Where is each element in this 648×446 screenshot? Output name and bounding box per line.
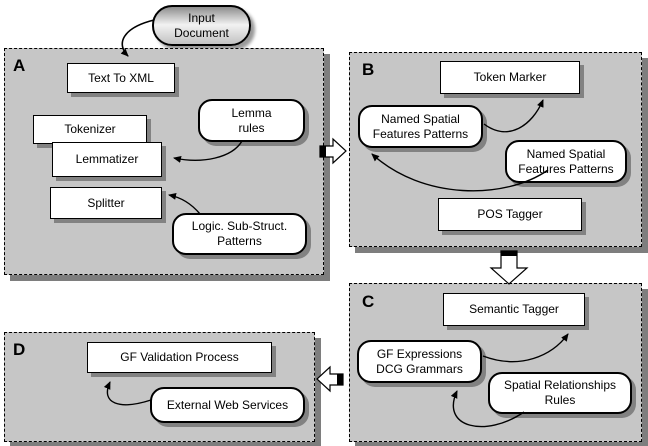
node-tokenizer: Tokenizer bbox=[33, 115, 147, 144]
input-document-node: Input Document bbox=[152, 5, 251, 46]
panel-c: C Semantic Tagger GF Expressions DCG Gra… bbox=[349, 283, 642, 442]
node-named-spatial-features-patterns-1: Named Spatial Features Patterns bbox=[358, 105, 483, 148]
panel-b: B Token Marker Named Spatial Features Pa… bbox=[349, 52, 642, 247]
node-gf-validation-process: GF Validation Process bbox=[87, 342, 272, 373]
node-splitter: Splitter bbox=[50, 187, 162, 219]
node-lemmatizer: Lemmatizer bbox=[52, 142, 162, 177]
node-semantic-tagger: Semantic Tagger bbox=[443, 293, 585, 326]
panel-c-label: C bbox=[362, 292, 375, 311]
block-arrow-c-to-d bbox=[316, 365, 344, 393]
node-token-marker: Token Marker bbox=[440, 61, 580, 94]
block-arrow-b-to-c bbox=[489, 250, 529, 285]
panel-a: A Text To XML Tokenizer Lemmatizer Split… bbox=[4, 48, 324, 275]
panel-b-label: B bbox=[362, 60, 375, 79]
node-lemma-rules: Lemma rules bbox=[198, 99, 305, 142]
node-text-to-xml: Text To XML bbox=[67, 63, 175, 93]
node-gf-expressions-dcg-grammars: GF Expressions DCG Grammars bbox=[357, 340, 482, 383]
node-pos-tagger: POS Tagger bbox=[438, 198, 582, 231]
node-spatial-relationships-rules: Spatial Relationships Rules bbox=[488, 372, 632, 414]
node-logic-substruct-patterns: Logic. Sub-Struct. Patterns bbox=[172, 213, 307, 255]
panel-d: D GF Validation Process External Web Ser… bbox=[4, 332, 315, 442]
panel-d-label: D bbox=[13, 340, 26, 359]
panel-a-label: A bbox=[13, 56, 26, 75]
node-external-web-services: External Web Services bbox=[150, 387, 305, 423]
node-named-spatial-features-patterns-2: Named Spatial Features Patterns bbox=[505, 140, 627, 183]
